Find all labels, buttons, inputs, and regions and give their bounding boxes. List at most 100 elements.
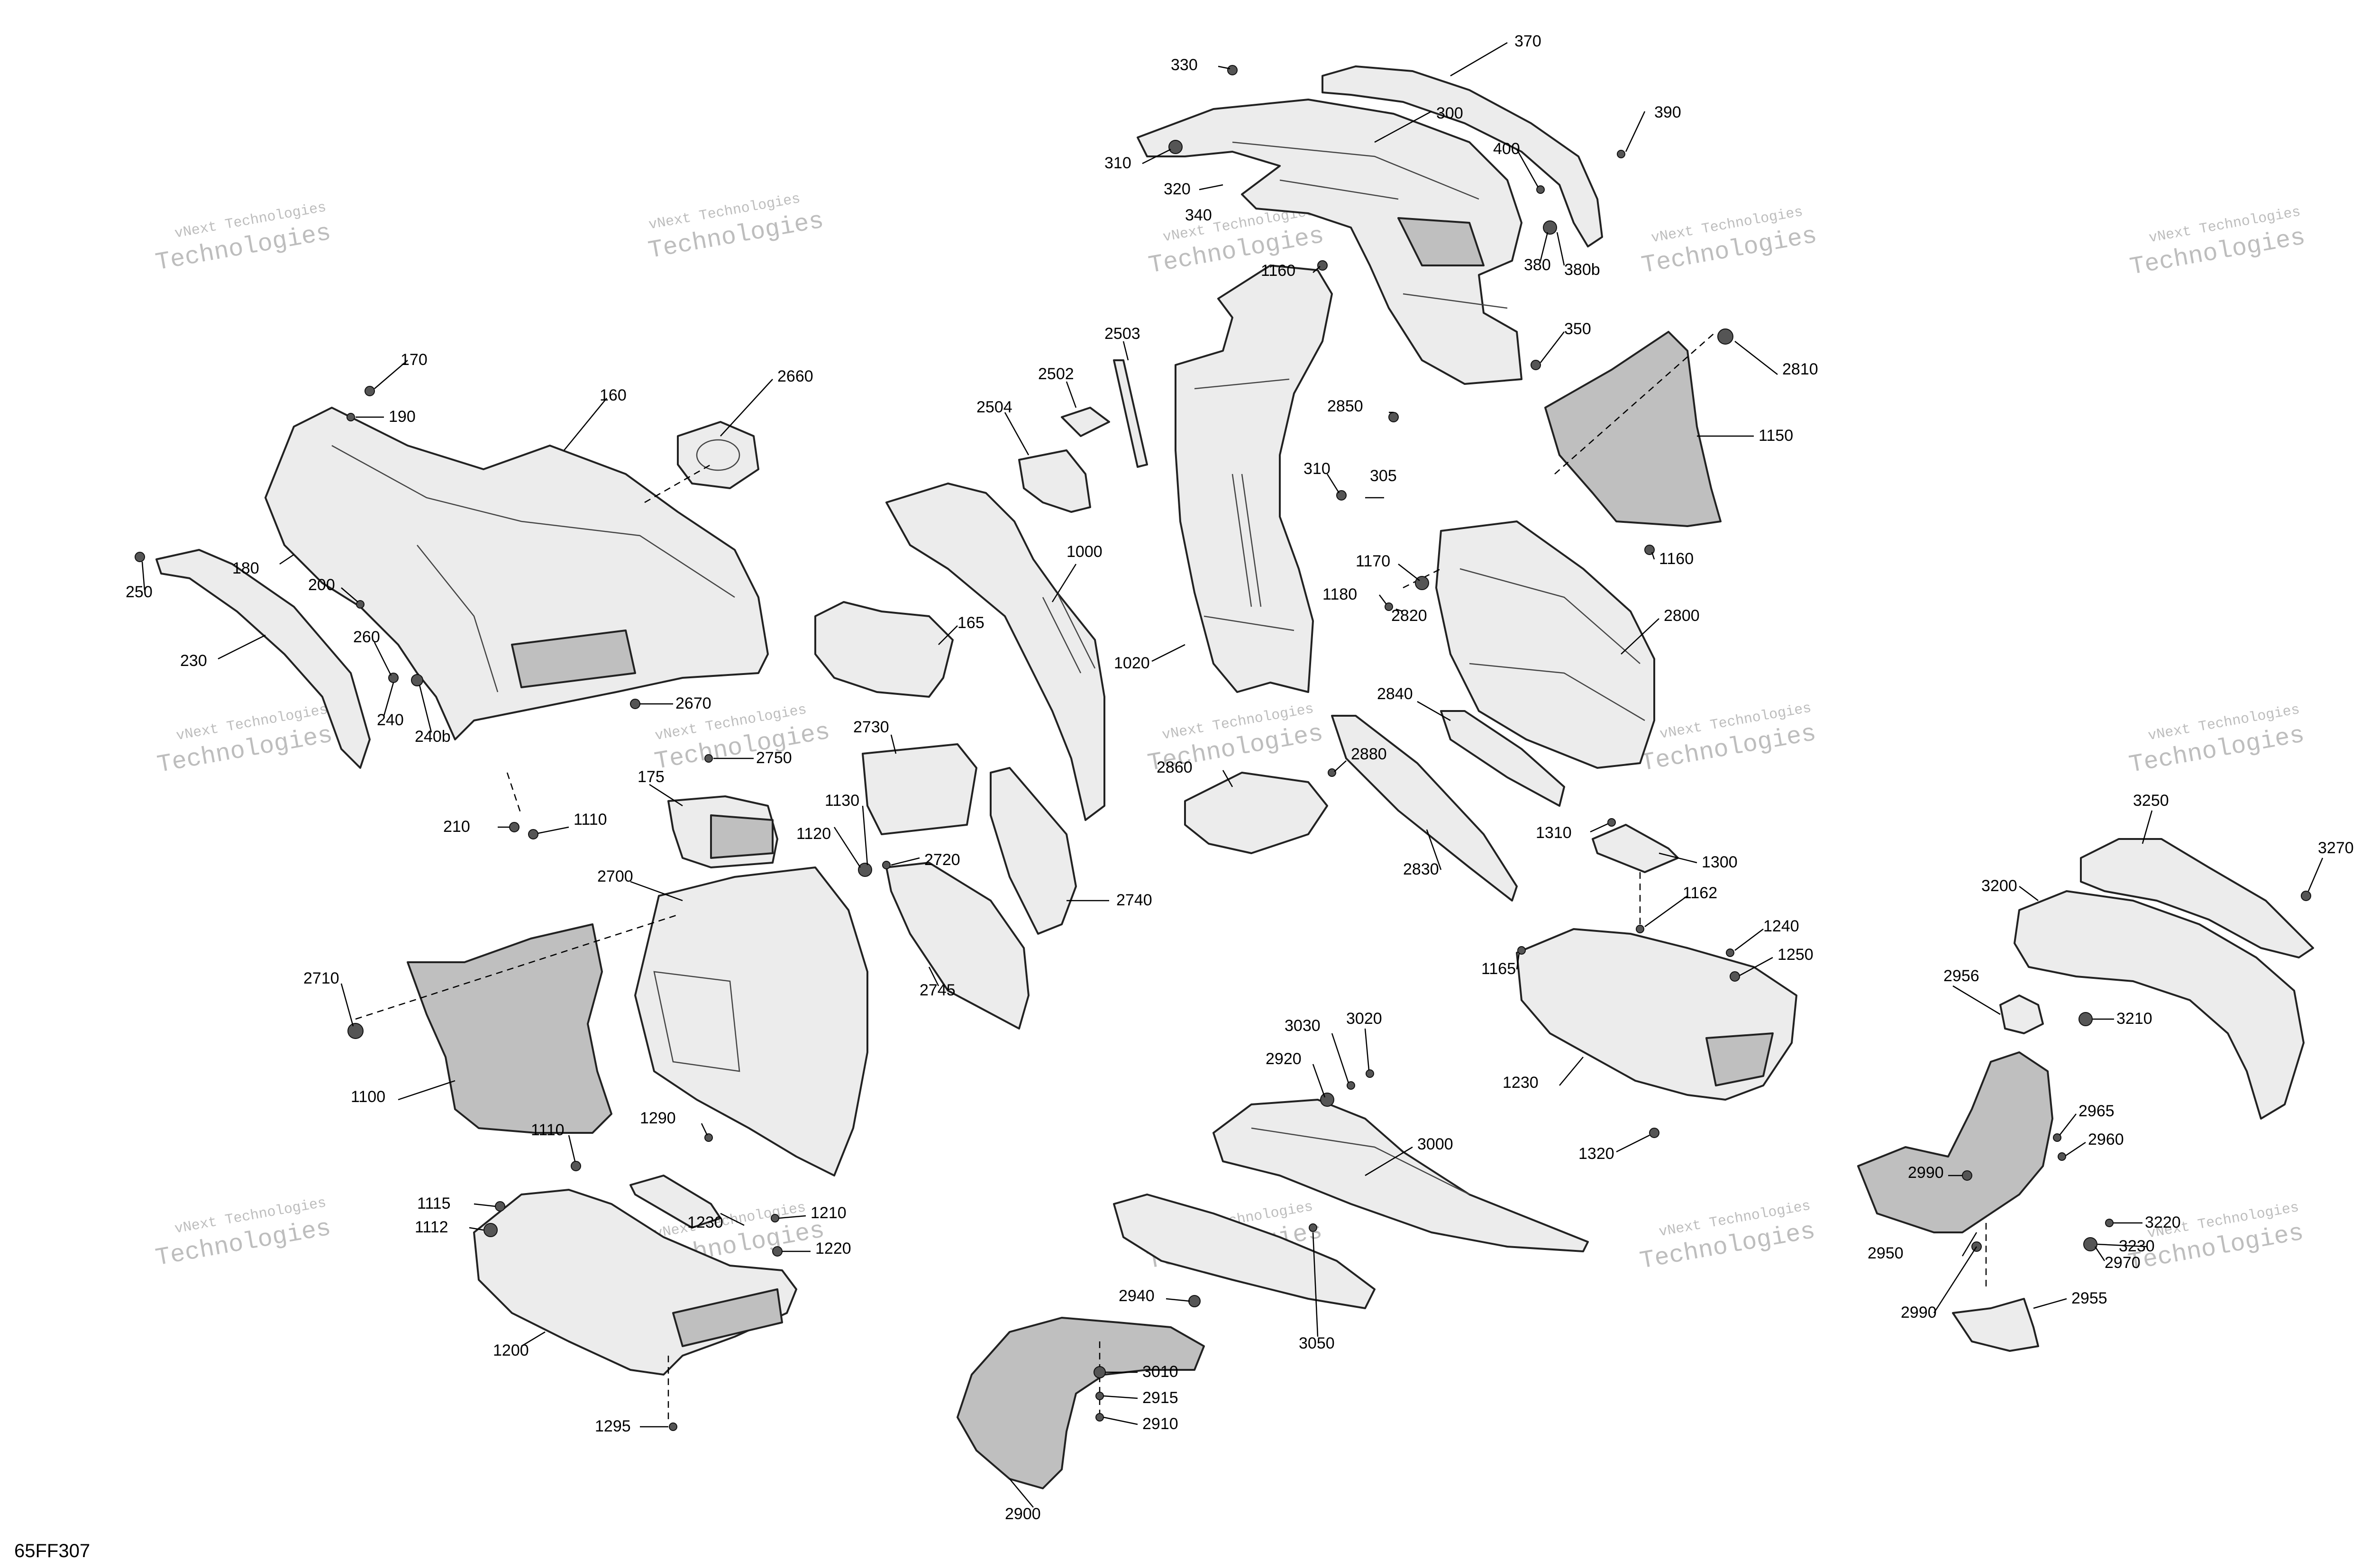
leader bbox=[2307, 857, 2324, 892]
part-1000-console-strip bbox=[885, 483, 1105, 821]
callout-label: 1100 bbox=[351, 1088, 385, 1106]
callout-label: 1165 bbox=[1481, 960, 1516, 978]
callout-label: 1162 bbox=[1683, 884, 1717, 902]
callout-label: 2955 bbox=[2071, 1289, 2107, 1307]
part-2502-pad bbox=[1061, 407, 1110, 437]
clip-3210 bbox=[2078, 1012, 2093, 1026]
leader bbox=[1199, 184, 1223, 191]
screw-1160b bbox=[1644, 545, 1655, 555]
callout-label: 2900 bbox=[1005, 1505, 1041, 1523]
explode-lines bbox=[355, 331, 1987, 1422]
callout-label: 240 bbox=[377, 711, 404, 729]
callout-label: 1120 bbox=[796, 825, 831, 843]
callout-label: 2660 bbox=[777, 367, 813, 385]
callout-label: 3050 bbox=[1299, 1334, 1335, 1352]
part-1020-detail bbox=[1194, 378, 1294, 631]
callout-label: 2670 bbox=[675, 694, 711, 712]
callout-label: 200 bbox=[308, 576, 335, 594]
leader bbox=[2094, 1246, 2106, 1261]
clip-2670 bbox=[630, 699, 640, 709]
leader bbox=[1009, 1478, 1034, 1508]
callout-label: 320 bbox=[1164, 180, 1191, 198]
screw-1110 bbox=[528, 829, 538, 839]
leader bbox=[141, 561, 146, 591]
leader bbox=[383, 682, 394, 716]
callout-label: 2860 bbox=[1157, 758, 1193, 776]
callout-label: 3250 bbox=[2133, 792, 2169, 810]
screw-350 bbox=[1531, 360, 1541, 370]
screw-330 bbox=[1227, 65, 1238, 75]
clip-1250 bbox=[1730, 971, 1740, 982]
callout-label: 160 bbox=[600, 386, 627, 404]
screw-1180 bbox=[1385, 602, 1393, 611]
callout-label: 3200 bbox=[1981, 877, 2017, 895]
callout-label: 190 bbox=[389, 408, 416, 426]
screw-2850 bbox=[1388, 412, 1399, 422]
part-2745-side-strip bbox=[885, 862, 1030, 1030]
part-2840-strip bbox=[1440, 710, 1565, 807]
callout-label: 1250 bbox=[1778, 946, 1814, 964]
leader bbox=[2097, 1243, 2148, 1248]
part-2740-side-strip bbox=[990, 767, 1077, 935]
screw-2960 bbox=[2058, 1152, 2066, 1161]
screw-2965 bbox=[2053, 1133, 2061, 1142]
screw-1295 bbox=[669, 1422, 677, 1431]
leader bbox=[1739, 957, 1773, 976]
callout-labels: 330 370 300 390 310 400 320 340 380 380b… bbox=[126, 32, 2354, 1523]
clip-310 bbox=[1168, 140, 1183, 154]
clip-2710 bbox=[347, 1023, 364, 1039]
leader bbox=[1334, 760, 1347, 772]
callout-label: 1320 bbox=[1578, 1145, 1614, 1163]
leader bbox=[1142, 148, 1171, 164]
callout-label: 1310 bbox=[1536, 824, 1572, 842]
leader bbox=[374, 360, 408, 389]
callout-label: 1200 bbox=[493, 1341, 529, 1359]
leader bbox=[1122, 341, 1129, 361]
leader bbox=[398, 1080, 456, 1101]
leader bbox=[833, 827, 861, 868]
callout-label: 2710 bbox=[303, 969, 339, 987]
leader bbox=[928, 966, 939, 986]
screw-1165 bbox=[1517, 946, 1526, 955]
part-300-shading bbox=[1397, 217, 1485, 266]
part-2730-cover bbox=[862, 743, 977, 835]
leader bbox=[1395, 608, 1404, 612]
clip-240 bbox=[411, 674, 423, 686]
leader bbox=[1734, 929, 1764, 951]
part-230-left-handle bbox=[155, 549, 371, 769]
leader bbox=[1450, 42, 1508, 77]
leader bbox=[720, 1212, 745, 1226]
part-1230-shading bbox=[1705, 1032, 1774, 1086]
callout-label: 2800 bbox=[1664, 607, 1700, 625]
callout-label: 310 bbox=[1104, 154, 1131, 172]
clip-3010 bbox=[1094, 1366, 1106, 1378]
callout-label: 2940 bbox=[1119, 1287, 1155, 1305]
screw-1240 bbox=[1726, 948, 1734, 957]
callout-label: 2990 bbox=[1901, 1304, 1937, 1322]
screw-170 bbox=[365, 386, 375, 396]
leader bbox=[1625, 111, 1646, 152]
leader bbox=[1218, 65, 1231, 70]
clip-2810 bbox=[1717, 328, 1733, 345]
callout-label: 1220 bbox=[815, 1240, 851, 1258]
callout-label: 2950 bbox=[1868, 1244, 1904, 1262]
part-2503-strip bbox=[1113, 359, 1148, 468]
leader bbox=[1004, 412, 1030, 456]
screw-3050 bbox=[1309, 1223, 1317, 1232]
callout-label: 2915 bbox=[1142, 1389, 1178, 1407]
leader bbox=[720, 379, 773, 437]
screw-2750 bbox=[704, 754, 713, 763]
screw-2910 bbox=[1095, 1413, 1104, 1422]
callout-label: 165 bbox=[957, 614, 984, 632]
leader bbox=[701, 1123, 708, 1136]
clip-2970 bbox=[2083, 1237, 2097, 1251]
leader bbox=[1621, 618, 1659, 655]
callout-label: 210 bbox=[443, 818, 470, 836]
callout-label: 1230 bbox=[687, 1213, 723, 1231]
callout-label: 2960 bbox=[2088, 1130, 2124, 1149]
part-3000-detail bbox=[1251, 1127, 1470, 1195]
callout-label: 230 bbox=[180, 652, 207, 670]
callout-label: 1150 bbox=[1759, 427, 1793, 445]
leader bbox=[1952, 985, 2001, 1015]
